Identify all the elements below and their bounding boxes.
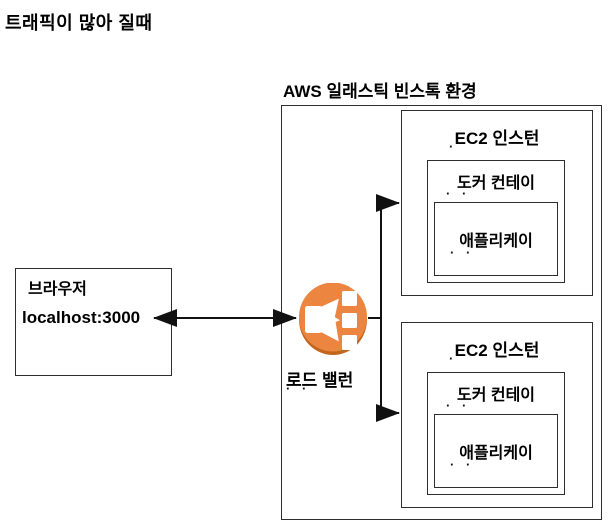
clipped-text-dots: · ·: [446, 191, 470, 198]
clipped-text-dots: ·: [449, 144, 457, 151]
ec2-instance-label: EC2 인스턴: [454, 341, 540, 360]
application-label: 애플리케이: [459, 233, 533, 250]
browser-box: 브라우저 localhost:3000: [15, 268, 172, 376]
ec2-instance-label: EC2 인스턴: [454, 129, 540, 148]
ec2-instance-box-2: EC2 인스턴 · 도커 컨테이 · · 애플리케이 · ·: [401, 322, 593, 508]
docker-container-box-2: 도커 컨테이 · · 애플리케이 · ·: [427, 372, 565, 495]
browser-address: localhost:3000: [22, 308, 141, 327]
clipped-text-dots: · ·: [446, 403, 470, 410]
application-label: 애플리케이: [459, 445, 533, 462]
application-box-1: 애플리케이 · ·: [434, 202, 558, 276]
docker-container-label: 도커 컨테이: [456, 175, 536, 192]
docker-container-box-1: 도커 컨테이 · · 애플리케이 · ·: [427, 160, 565, 283]
application-box-2: 애플리케이 · ·: [434, 414, 558, 488]
beanstalk-environment-label: AWS 일래스틱 빈스톡 환경: [283, 82, 477, 101]
load-balancer-icon: [299, 283, 367, 355]
browser-title: 브라우저: [28, 281, 87, 298]
page-title: 트래픽이 많아 질때: [5, 13, 153, 33]
clipped-text-dots: · ·: [450, 250, 474, 257]
beanstalk-environment-box: EC2 인스턴 · 도커 컨테이 · · 애플리케이 · · EC2 인스턴 ·…: [281, 105, 602, 520]
ec2-instance-box-1: EC2 인스턴 · 도커 컨테이 · · 애플리케이 · ·: [401, 110, 593, 296]
clipped-text-dots: · ·: [450, 462, 474, 469]
docker-container-label: 도커 컨테이: [456, 387, 536, 404]
clipped-text-dots: ·: [449, 356, 457, 363]
load-balancer-label: 로드 밸런: [286, 371, 354, 390]
clipped-text-dots: · ·: [286, 386, 310, 393]
